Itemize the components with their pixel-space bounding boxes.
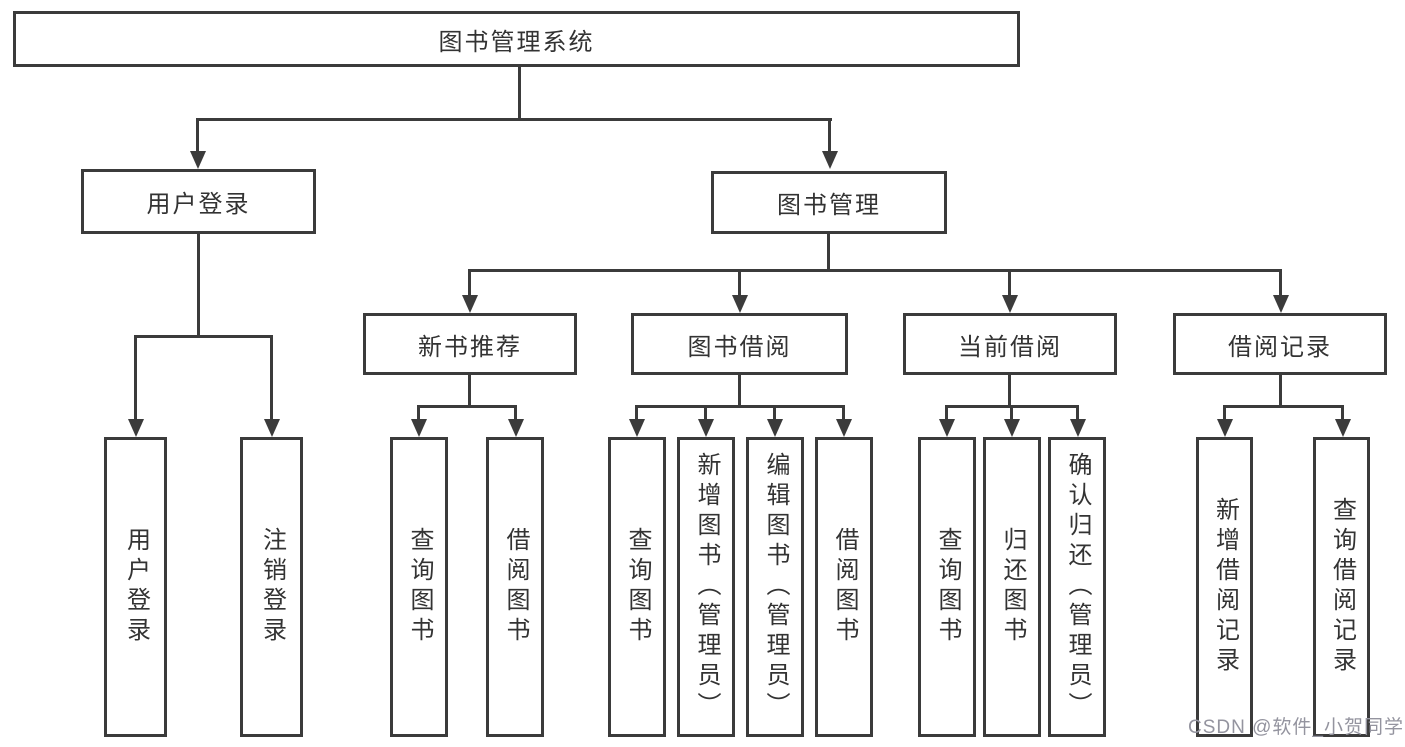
leaf-br-add-record: 新增借阅记录: [1196, 437, 1253, 737]
arrow-down-icon: [264, 419, 280, 437]
connector-vline: [514, 405, 517, 421]
connector-vline: [270, 335, 273, 421]
arrow-down-icon: [128, 419, 144, 437]
arrow-down-icon: [1335, 419, 1351, 437]
connector-vline: [704, 405, 707, 421]
connector-vline: [417, 405, 420, 421]
arrow-down-icon: [508, 419, 524, 437]
connector-hline: [134, 335, 273, 338]
connector-vline: [738, 269, 741, 297]
leaf-user-login: 用户登录: [104, 437, 167, 737]
connector-vline: [1279, 375, 1282, 408]
arrow-down-icon: [698, 419, 714, 437]
node-book-management: 图书管理: [711, 171, 947, 234]
connector-hline: [1223, 405, 1344, 408]
connector-vline: [468, 269, 471, 297]
leaf-cb-query-books: 查询图书: [918, 437, 976, 737]
arrow-down-icon: [1217, 419, 1233, 437]
connector-vline: [773, 405, 776, 421]
connector-vline: [738, 375, 741, 408]
connector-vline: [1223, 405, 1226, 421]
arrow-down-icon: [629, 419, 645, 437]
connector-vline: [635, 405, 638, 421]
arrow-down-icon: [1002, 295, 1018, 313]
arrow-down-icon: [190, 151, 206, 169]
connector-hline: [635, 405, 845, 408]
connector-vline: [1008, 269, 1011, 297]
leaf-bb-query-books: 查询图书: [608, 437, 666, 737]
leaf-cb-confirm-return-admin: 确认归还（管理员）: [1048, 437, 1106, 737]
connector-vline: [518, 67, 521, 120]
connector-vline: [1341, 405, 1344, 421]
arrow-down-icon: [462, 295, 478, 313]
connector-hline: [468, 269, 1282, 272]
connector-vline: [468, 375, 471, 408]
arrow-down-icon: [1273, 295, 1289, 313]
arrow-down-icon: [836, 419, 852, 437]
leaf-br-query-record: 查询借阅记录: [1313, 437, 1370, 737]
leaf-bb-borrow-books: 借阅图书: [815, 437, 873, 737]
connector-hline: [196, 118, 832, 121]
arrow-down-icon: [411, 419, 427, 437]
arrow-down-icon: [822, 151, 838, 169]
node-user-login: 用户登录: [81, 169, 316, 234]
node-new-book-recommend: 新书推荐: [363, 313, 577, 375]
connector-vline: [827, 234, 830, 272]
leaf-nb-borrow-books: 借阅图书: [486, 437, 544, 737]
connector-vline: [842, 405, 845, 421]
arrow-down-icon: [939, 419, 955, 437]
connector-vline: [1076, 405, 1079, 421]
connector-vline: [197, 234, 200, 337]
node-current-borrow: 当前借阅: [903, 313, 1117, 375]
connector-vline: [1279, 269, 1282, 297]
connector-vline: [828, 118, 831, 154]
arrow-down-icon: [1070, 419, 1086, 437]
arrow-down-icon: [767, 419, 783, 437]
leaf-bb-add-books-admin: 新增图书（管理员）: [677, 437, 735, 737]
arrow-down-icon: [1004, 419, 1020, 437]
leaf-nb-query-books: 查询图书: [390, 437, 448, 737]
connector-vline: [1010, 405, 1013, 421]
leaf-cb-return-books: 归还图书: [983, 437, 1041, 737]
connector-vline: [134, 335, 137, 421]
csdn-watermark: CSDN @软件_小贺同学: [1188, 717, 1404, 738]
node-borrow-records: 借阅记录: [1173, 313, 1387, 375]
leaf-bb-edit-books-admin: 编辑图书（管理员）: [746, 437, 804, 737]
connector-vline: [196, 118, 199, 154]
node-book-borrow: 图书借阅: [631, 313, 848, 375]
node-library-system: 图书管理系统: [13, 11, 1020, 67]
connector-hline: [417, 405, 517, 408]
connector-vline: [945, 405, 948, 421]
arrow-down-icon: [732, 295, 748, 313]
connector-vline: [1008, 375, 1011, 408]
leaf-logout: 注销登录: [240, 437, 303, 737]
